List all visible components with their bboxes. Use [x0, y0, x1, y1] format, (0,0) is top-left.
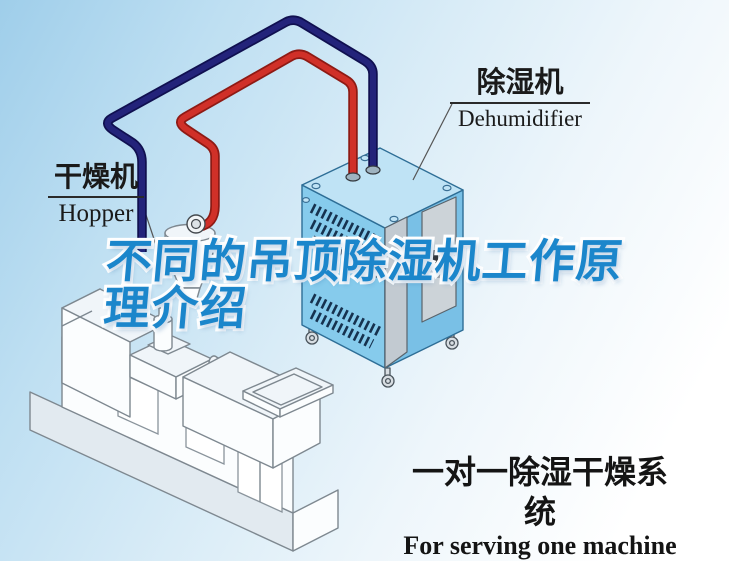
hopper-label-en: Hopper [58, 199, 134, 227]
system-caption-zh: 一对一除湿干燥系统 [411, 454, 668, 530]
return-air-pipe [103, 15, 378, 252]
control-door [421, 196, 457, 323]
dehumidifier-illustration [301, 147, 464, 388]
dry-air-pipe [176, 49, 358, 232]
dehumidifier-label-en: Dehumidifier [458, 105, 582, 131]
page-title-line2: 理介绍 [99, 279, 254, 337]
pipe-fittings [186, 165, 381, 234]
system-caption: 一对一除湿干燥系统 For serving one machine [398, 452, 682, 561]
vent-slats [309, 203, 383, 349]
dehumidifier-callout: 除湿机 Dehumidifier [450, 67, 590, 132]
corner-trim [384, 216, 408, 369]
page-title-line1: 不同的吊顶除湿机工作原 [101, 232, 629, 290]
page-title: 不同的吊顶除湿机工作原 理介绍 [99, 232, 629, 337]
system-caption-en: For serving one machine [403, 531, 677, 560]
bolt-holes [302, 154, 452, 223]
hopper-machine-illustration [29, 223, 339, 552]
dehumidifier-label-zh: 除湿机 [450, 67, 590, 104]
hopper-callout: 干燥机 Hopper [48, 162, 144, 229]
hopper-label-zh: 干燥机 [48, 162, 144, 198]
